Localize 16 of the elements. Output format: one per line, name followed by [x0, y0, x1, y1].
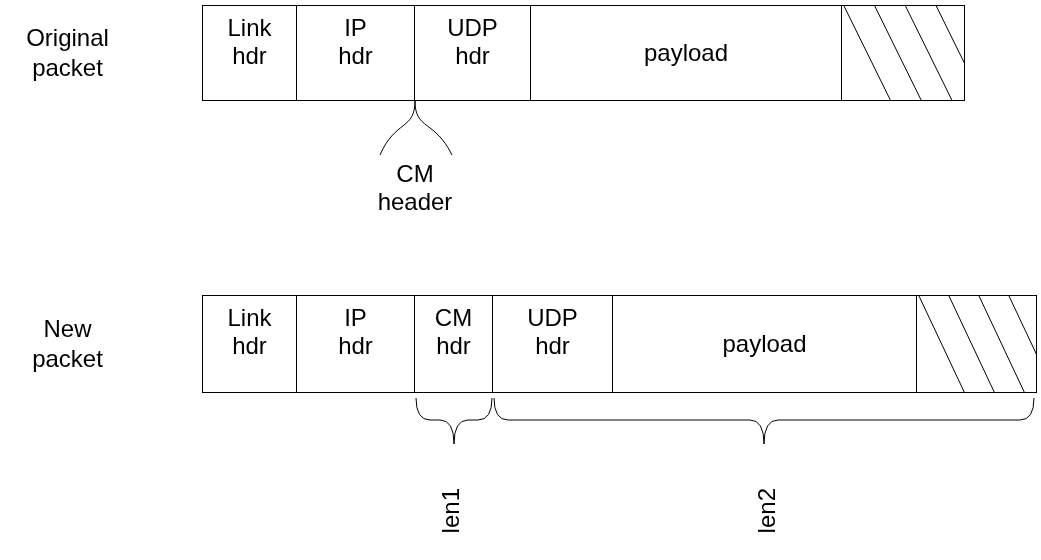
header-field: IP hdr — [296, 295, 415, 393]
header-field: UDP hdr — [414, 5, 531, 101]
header-field: UDP hdr — [492, 295, 613, 393]
length-label: len1 — [437, 488, 465, 534]
header-field: IP hdr — [296, 5, 415, 101]
header-field: Link hdr — [202, 295, 297, 393]
hatched-field — [841, 5, 965, 101]
packet-label: Original packet — [25, 23, 110, 83]
header-field: Link hdr — [202, 5, 297, 101]
packet-label: New packet — [31, 314, 104, 374]
header-field: payload — [612, 295, 917, 393]
header-field: payload — [530, 5, 842, 101]
hatched-field — [916, 295, 1037, 393]
header-field: CM hdr — [414, 295, 493, 393]
callout-label: CM header — [376, 160, 454, 216]
length-label: len2 — [753, 488, 781, 534]
